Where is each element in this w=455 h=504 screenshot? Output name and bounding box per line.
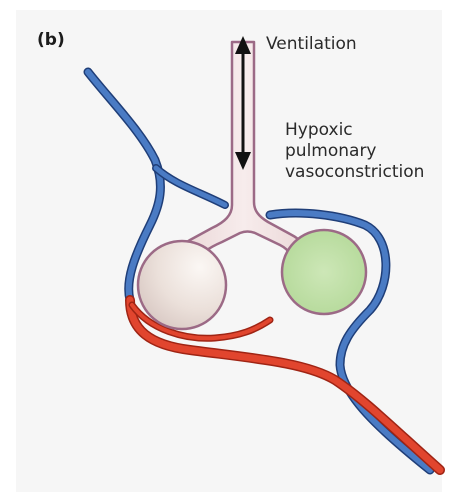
hpv-label-line: Hypoxic <box>285 120 424 141</box>
ventilation-label: Ventilation <box>266 34 357 55</box>
alveolus-hypoxic <box>282 230 366 314</box>
hpv-label-line: vasoconstriction <box>285 162 424 183</box>
panel-letter: (b) <box>37 30 65 50</box>
hypoxic-vasoconstriction-label: Hypoxic pulmonary vasoconstriction <box>285 120 424 183</box>
alveolus-normal <box>138 241 226 329</box>
hpv-label-line: pulmonary <box>285 141 424 162</box>
